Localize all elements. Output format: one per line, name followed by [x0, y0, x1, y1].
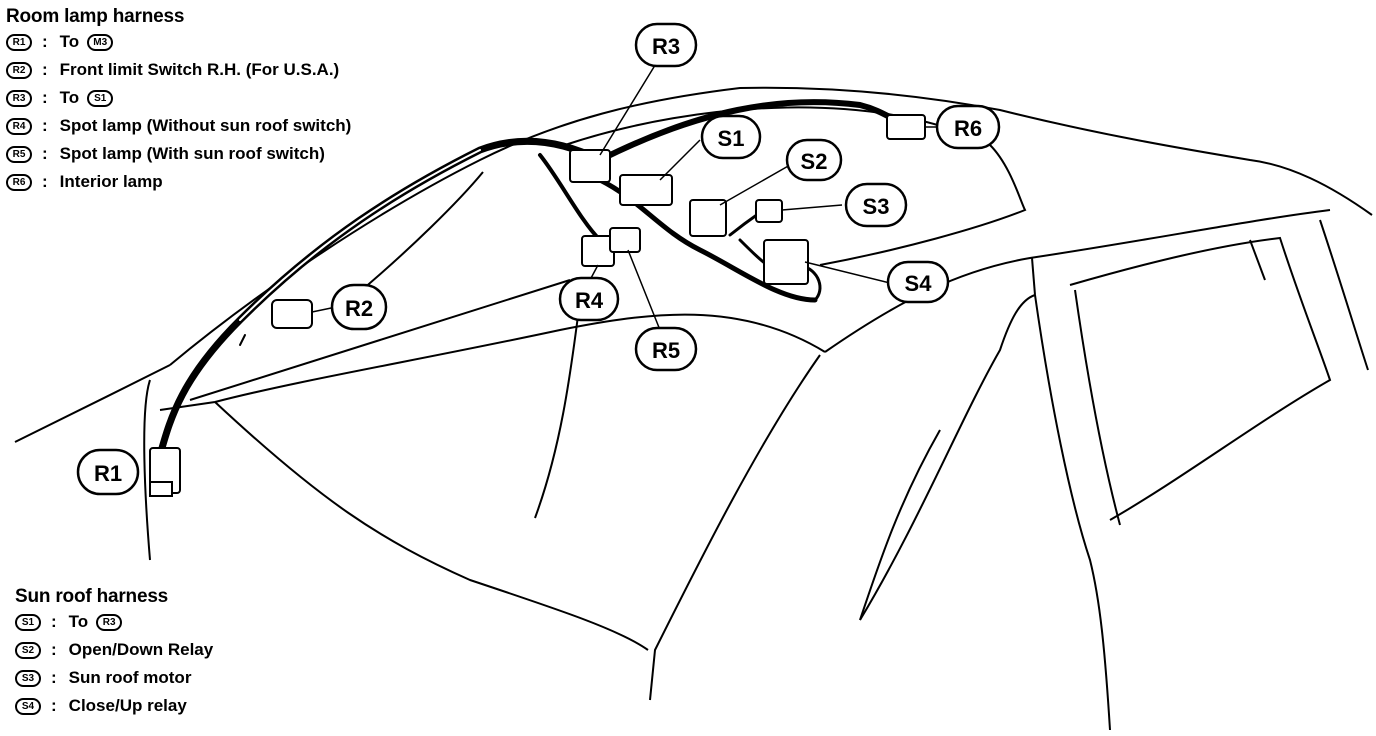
- code-badge: R5: [6, 145, 32, 163]
- svg-text:S4: S4: [905, 271, 933, 296]
- legend-item-s4: S4 : Close/Up relay: [15, 692, 213, 720]
- svg-text:R1: R1: [94, 461, 122, 486]
- sun-roof-harness-legend: Sun roof harness S1 : To R3 S2 : Open/Do…: [15, 586, 213, 720]
- code-badge: S1: [15, 613, 41, 631]
- connector-r3: [569, 149, 611, 183]
- code-badge: S3: [15, 669, 41, 687]
- connectors: [149, 114, 926, 497]
- svg-text:S3: S3: [863, 194, 890, 219]
- svg-text:R3: R3: [652, 34, 680, 59]
- separator: :: [42, 32, 48, 51]
- legend-item-s1: S1 : To R3: [15, 608, 213, 636]
- svg-text:R5: R5: [652, 338, 680, 363]
- callout-s2: S2: [785, 138, 843, 182]
- separator: :: [51, 668, 57, 687]
- svg-text:R2: R2: [345, 296, 373, 321]
- svg-text:S2: S2: [801, 149, 828, 174]
- legend-text: Open/Down Relay: [68, 640, 214, 659]
- callout-s4: S4: [886, 260, 950, 304]
- car-body-outline: [14, 86, 1373, 731]
- separator: :: [42, 172, 48, 191]
- separator: :: [51, 640, 57, 659]
- connector-r6: [886, 114, 926, 140]
- code-badge: S4: [15, 697, 41, 715]
- legend-text: Sun roof motor: [68, 668, 192, 687]
- legend-text: Close/Up relay: [68, 696, 187, 715]
- room-lamp-harness-legend: Room lamp harness R1 : To M3 R2 : Front …: [6, 6, 351, 196]
- code-badge: R2: [6, 61, 32, 79]
- svg-text:R4: R4: [575, 288, 604, 313]
- legend-text: To: [59, 32, 80, 51]
- separator: :: [42, 60, 48, 79]
- separator: :: [51, 696, 57, 715]
- separator: :: [51, 612, 57, 631]
- callout-r2: R2: [330, 283, 388, 331]
- separator: :: [42, 116, 48, 135]
- callout-r4: R4: [558, 276, 620, 322]
- legend-item-r1: R1 : To M3: [6, 28, 351, 56]
- room-lamp-harness-title: Room lamp harness: [6, 6, 185, 27]
- legend-text: Spot lamp (Without sun roof switch): [59, 116, 352, 135]
- legend-item-s2: S2 : Open/Down Relay: [15, 636, 213, 664]
- code-badge: S2: [15, 641, 41, 659]
- connector-s2: [689, 199, 727, 237]
- legend-item-r3: R3 : To S1: [6, 84, 351, 112]
- connector-r2: [271, 299, 313, 329]
- legend-text: Spot lamp (With sun roof switch): [59, 144, 325, 163]
- callout-r6: R6: [935, 104, 1001, 150]
- legend-item-s3: S3 : Sun roof motor: [15, 664, 213, 692]
- code-badge: R4: [6, 117, 32, 135]
- svg-text:R6: R6: [954, 116, 982, 141]
- ref-badge: M3: [87, 33, 114, 51]
- ref-badge: S1: [87, 89, 114, 107]
- legend-item-r6: R6 : Interior lamp: [6, 168, 351, 196]
- callout-s1: S1: [700, 114, 762, 160]
- sun-roof-harness-title: Sun roof harness: [15, 586, 169, 607]
- legend-text: To: [68, 612, 89, 631]
- code-badge: R3: [6, 89, 32, 107]
- separator: :: [42, 144, 48, 163]
- legend-item-r5: R5 : Spot lamp (With sun roof switch): [6, 140, 351, 168]
- legend-text: Front limit Switch R.H. (For U.S.A.): [59, 60, 340, 79]
- legend-text: Interior lamp: [59, 172, 163, 191]
- callout-s3: S3: [844, 182, 908, 228]
- legend-item-r4: R4 : Spot lamp (Without sun roof switch): [6, 112, 351, 140]
- legend-text: To: [59, 88, 80, 107]
- connector-r5: [609, 227, 641, 253]
- callout-r3: R3: [634, 22, 698, 68]
- separator: :: [42, 88, 48, 107]
- svg-text:S1: S1: [718, 126, 745, 151]
- code-badge: R6: [6, 173, 32, 191]
- connector-s4: [763, 239, 809, 285]
- callout-r1: R1: [76, 448, 140, 496]
- ref-badge: R3: [96, 613, 123, 631]
- connector-s1: [619, 174, 673, 206]
- code-badge: R1: [6, 33, 32, 51]
- connector-s3: [755, 199, 783, 223]
- callout-r5: R5: [634, 326, 698, 372]
- legend-item-r2: R2 : Front limit Switch R.H. (For U.S.A.…: [6, 56, 351, 84]
